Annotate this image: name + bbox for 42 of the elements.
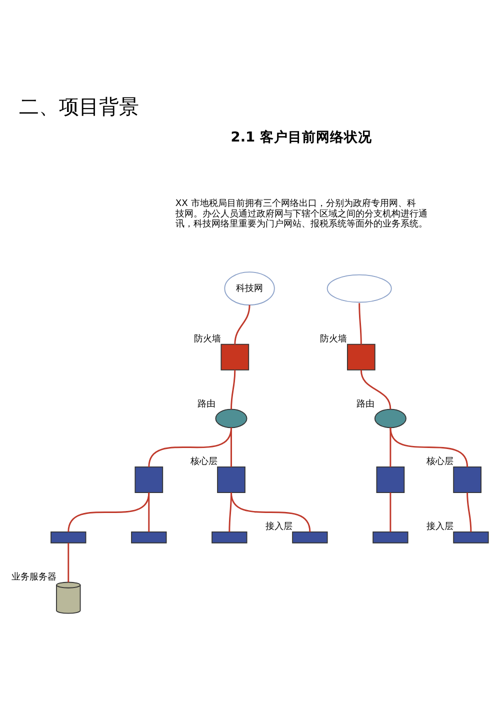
connector [390,492,392,532]
node-bar [212,531,248,544]
connector [148,427,232,468]
connector [390,427,468,468]
node-box [217,466,246,494]
connector [234,304,250,344]
node-box [346,344,376,370]
connector [148,492,150,532]
node-label: 核心层 [190,457,218,468]
node-box [376,466,405,494]
connector [230,370,236,410]
connector [68,542,70,582]
node-label: 接入层 [426,522,454,532]
label: XX 市地税局目前拥有三个网络出口，分别为政府专用网、科技网。办公人员通过政府网与下辖个区域之间的分支机构进行通讯，科技网络里重要为门户网站、报税系统等面外的业务系统。 [175,199,428,230]
node-label: 防火墙 [194,334,221,345]
node-box [134,466,164,494]
connector [390,428,392,467]
node-circle [374,408,406,428]
node-bar [131,531,167,544]
connector [68,492,150,532]
connector [360,370,392,410]
connector [466,492,472,532]
node-cloud [326,274,392,303]
node-bar [292,531,328,544]
node-label: 路由 [198,400,216,410]
diagram-title: 二、项目背景 [18,94,139,118]
connector [358,303,362,344]
node-ellipse: 科技网 [224,272,275,306]
node-label: 防火墙 [320,334,348,345]
connector [230,428,232,467]
node-bar [453,531,489,544]
node-label: 接入层 [265,522,292,532]
label: 2.1 客户目前网络状况 [230,130,372,146]
node-label: 核心层 [426,457,454,468]
node-circle [215,408,248,428]
node-box [453,466,482,494]
node-box [220,344,250,370]
connector [230,492,311,532]
node-label: 业务服务器 [12,572,57,582]
node-label: 路由 [356,400,375,410]
node-bar [372,531,408,544]
node-bar [50,531,86,544]
